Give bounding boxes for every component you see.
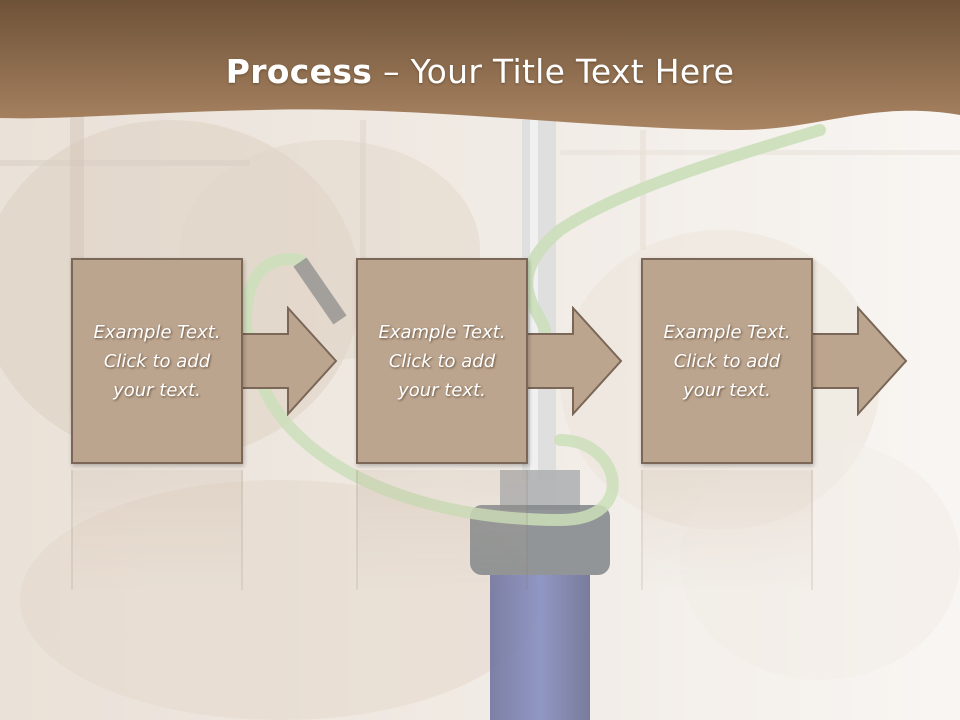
step-reflection — [356, 470, 528, 590]
step-reflection — [71, 470, 243, 590]
arrow-right-icon — [240, 306, 338, 416]
hookah-hose-clip — [293, 257, 347, 325]
process-step-2[interactable]: Example Text. Click to add your text. — [356, 258, 528, 464]
blur-shape — [20, 480, 540, 720]
step-line: Click to add — [388, 350, 496, 372]
blur-shape — [680, 440, 960, 680]
arrow-right-icon — [525, 306, 623, 416]
step-line: your text. — [683, 379, 771, 401]
step-text: Example Text. Click to add your text. — [370, 318, 513, 405]
hookah-bottle — [490, 575, 590, 720]
title-rest: – Your Title Text Here — [372, 52, 735, 91]
step-line: your text. — [398, 379, 486, 401]
hookah-hose — [521, 124, 826, 336]
step-line: your text. — [113, 379, 201, 401]
step-line: Click to add — [103, 350, 211, 372]
step-text: Example Text. Click to add your text. — [85, 318, 228, 405]
title-bold: Process — [225, 52, 373, 91]
process-step-1[interactable]: Example Text. Click to add your text. — [71, 258, 243, 464]
step-line: Example Text. — [93, 321, 221, 343]
step-text: Example Text. Click to add your text. — [655, 318, 798, 405]
process-step-3[interactable]: Example Text. Click to add your text. — [641, 258, 813, 464]
hookah-collar — [500, 470, 580, 510]
arrow-right-icon — [810, 306, 908, 416]
step-line: Example Text. — [378, 321, 506, 343]
step-line: Click to add — [673, 350, 781, 372]
window-frame — [0, 160, 250, 166]
header-band — [0, 0, 960, 130]
step-reflection — [641, 470, 813, 590]
step-line: Example Text. — [663, 321, 791, 343]
hookah-hose — [240, 253, 619, 527]
slide-title[interactable]: Process – Your Title Text Here — [0, 52, 960, 91]
window-frame — [360, 120, 366, 260]
